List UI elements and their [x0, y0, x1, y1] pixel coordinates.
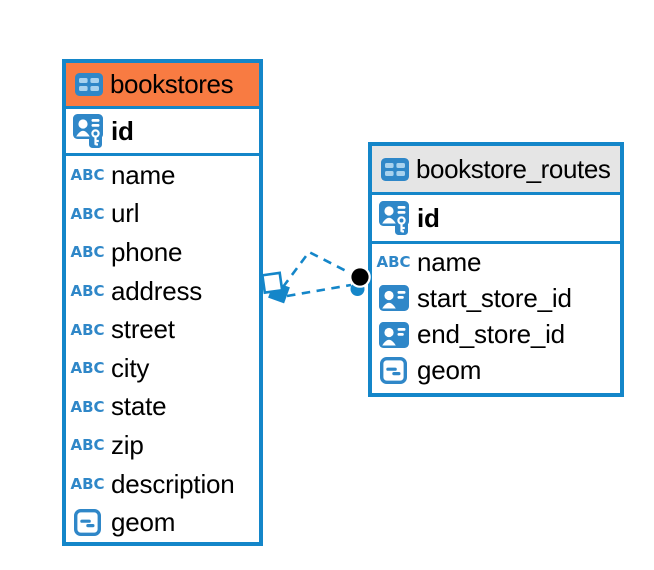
column-row[interactable]: start_store_id — [372, 280, 620, 316]
column-name-label: state — [111, 391, 167, 422]
column-name-label: phone — [111, 236, 183, 267]
text-type-icon: ABC — [70, 166, 105, 185]
text-type-icon: ABC — [70, 359, 105, 378]
table-bookstore-routes[interactable]: bookstore_routes id — [368, 142, 624, 397]
geometry-type-icon — [69, 509, 106, 537]
table-title: bookstore_routes — [416, 153, 611, 184]
column-row[interactable]: id — [372, 195, 620, 244]
column-row[interactable]: ABC address — [66, 272, 259, 311]
column-row[interactable]: id — [66, 109, 259, 156]
text-type-icon: ABC — [70, 243, 105, 262]
column-row[interactable]: ABC name — [372, 244, 620, 280]
column-name-label: geom — [111, 507, 176, 538]
column-name-label: url — [111, 198, 140, 229]
column-name-label: end_store_id — [417, 319, 565, 350]
foreign-key-icon — [375, 321, 412, 348]
table-icon — [75, 73, 103, 96]
column-name-label: start_store_id — [417, 282, 572, 313]
column-name-label: description — [111, 468, 235, 499]
foreign-key-icon — [375, 285, 412, 312]
column-row[interactable]: ABC url — [66, 195, 259, 234]
text-type-icon: ABC — [70, 397, 105, 416]
text-type-icon: ABC — [70, 282, 105, 301]
table-icon — [381, 157, 409, 181]
text-type-icon: ABC — [70, 436, 105, 455]
relationship-link[interactable] — [260, 250, 371, 304]
column-name-label: address — [111, 275, 203, 306]
geometry-type-icon — [375, 357, 412, 385]
column-name-label: id — [417, 202, 440, 233]
table-bookstores[interactable]: bookstores id A — [62, 59, 263, 546]
column-name-label: name — [111, 159, 176, 190]
column-row[interactable]: ABC state — [66, 388, 259, 427]
primary-key-icon — [375, 198, 412, 238]
column-name-label: zip — [111, 429, 144, 460]
column-row[interactable]: ABC street — [66, 310, 259, 349]
column-row[interactable]: geom — [372, 353, 620, 389]
column-name-label: geom — [417, 355, 482, 386]
column-row[interactable]: ABC name — [66, 156, 259, 195]
column-name-label: id — [111, 115, 134, 146]
column-list: ABC name ABC url ABC phone ABC address A… — [66, 156, 259, 542]
text-type-icon: ABC — [70, 475, 105, 494]
column-name-label: street — [111, 314, 175, 345]
primary-key-icon — [69, 111, 106, 151]
column-row[interactable]: ABC city — [66, 349, 259, 388]
column-row[interactable]: ABC zip — [66, 426, 259, 465]
column-list: ABC name start_store_id — [372, 244, 620, 393]
text-type-icon: ABC — [70, 204, 105, 223]
column-name-label: name — [417, 246, 482, 277]
text-type-icon: ABC — [70, 320, 105, 339]
table-header[interactable]: bookstore_routes — [372, 146, 620, 195]
text-type-icon: ABC — [376, 253, 411, 272]
column-row[interactable]: ABC phone — [66, 233, 259, 272]
column-row[interactable]: ABC description — [66, 465, 259, 504]
table-header[interactable]: bookstores — [66, 63, 259, 109]
column-name-label: city — [111, 352, 150, 383]
column-row[interactable]: geom — [66, 503, 259, 542]
column-row[interactable]: end_store_id — [372, 317, 620, 353]
relationship-source-marker — [260, 271, 290, 304]
table-title: bookstores — [110, 69, 234, 99]
